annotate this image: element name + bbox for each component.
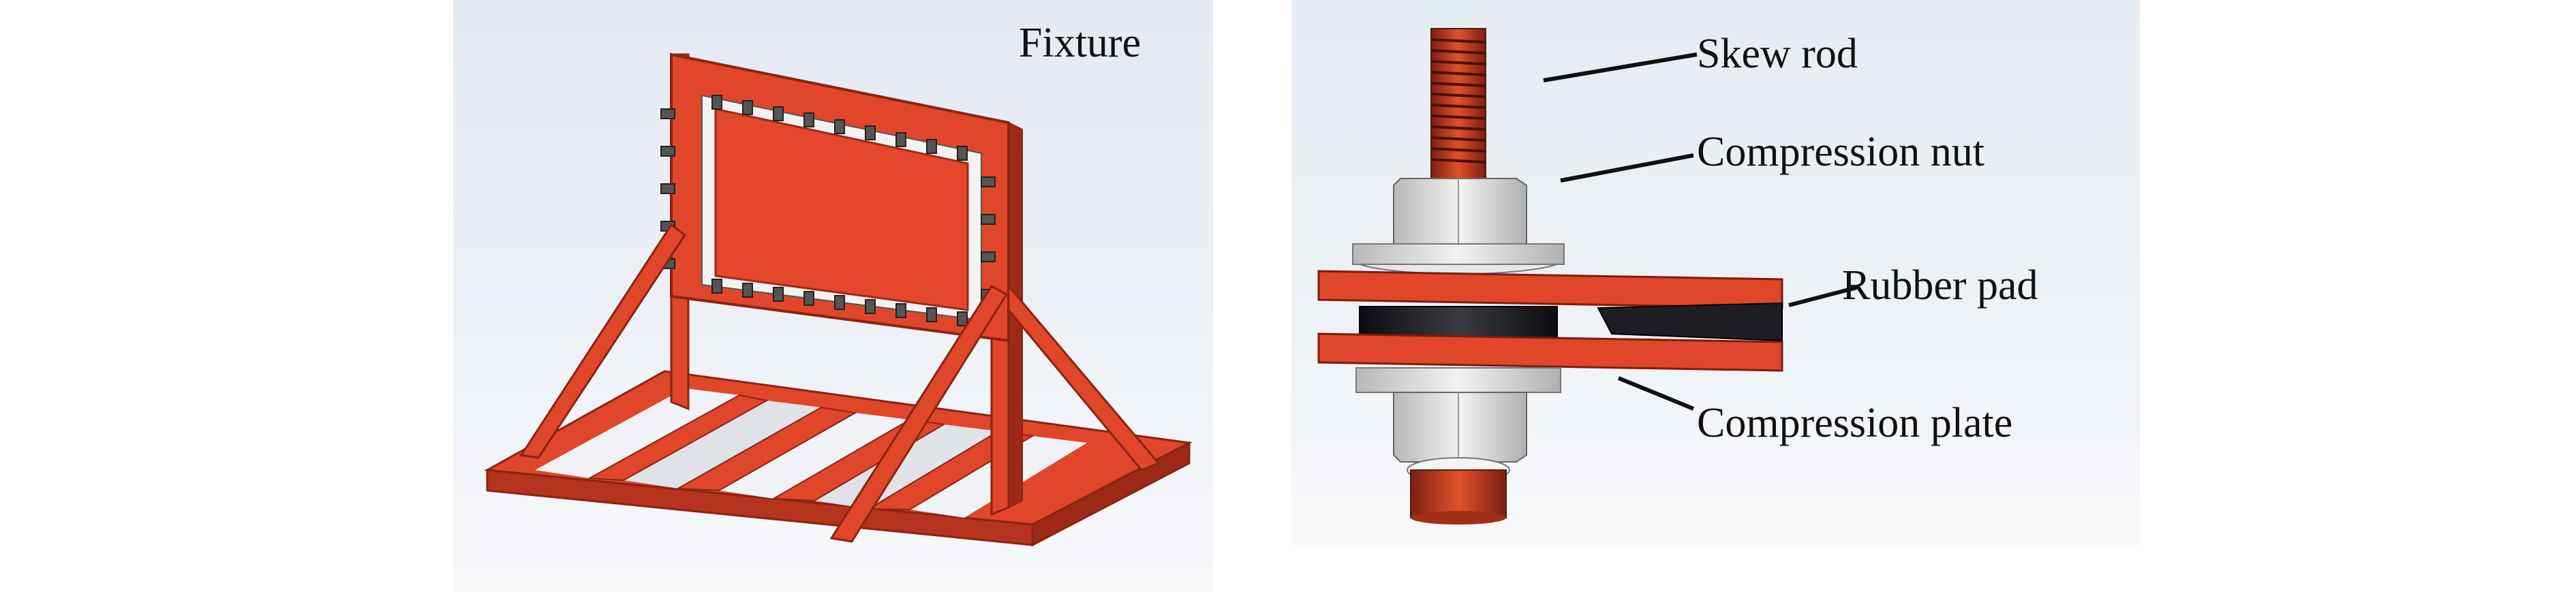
compression-plate-lower xyxy=(1317,332,1783,372)
rubber-pad-label: Rubber pad xyxy=(1842,262,2038,309)
compression-plate-upper xyxy=(1317,270,1783,309)
compression-plate-label: Compression plate xyxy=(1697,400,2013,446)
fixture-plate xyxy=(670,52,1010,343)
skew-rod-label: Skew rod xyxy=(1697,31,1858,77)
skew-rod xyxy=(1430,28,1486,179)
leader-compression-nut xyxy=(1560,153,1694,183)
compression-nut-top xyxy=(1352,178,1565,275)
fixture-illustration xyxy=(484,52,1193,547)
fixture-braces xyxy=(519,223,1161,543)
leader-lines xyxy=(1543,52,1858,411)
fixture-label: Fixture xyxy=(1019,20,1141,66)
compression-nut-bottom xyxy=(1355,367,1561,525)
leader-skew-rod xyxy=(1543,52,1698,82)
leader-compression-plate xyxy=(1617,376,1695,411)
rubber-pad xyxy=(1359,302,1783,342)
fixture-panel: Fixture xyxy=(453,0,1213,592)
compression-nut-label: Compression nut xyxy=(1697,129,1984,175)
leader-rubber-pad xyxy=(1788,285,1858,307)
bolt-assembly-panel: Skew rod Compression nut Rubber pad Comp… xyxy=(1291,0,2140,545)
bolt-assembly-illustration xyxy=(1317,28,1858,525)
